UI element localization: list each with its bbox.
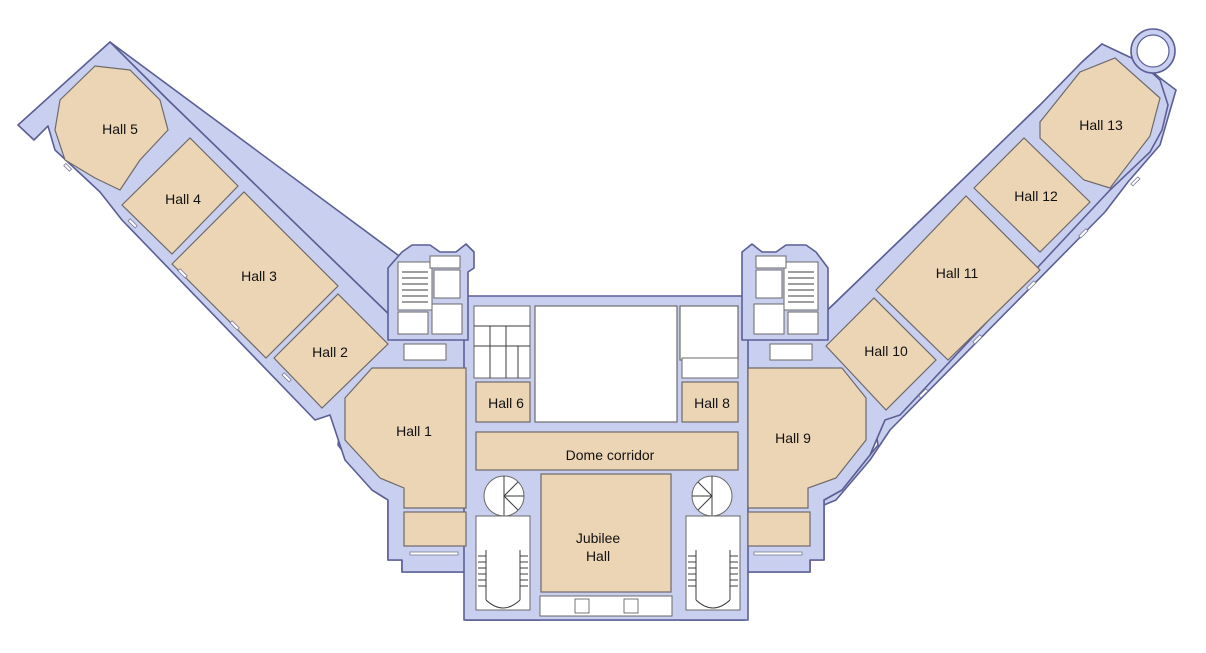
- inner-courtyard-left: [534, 305, 678, 423]
- right-tower-room-d: [755, 255, 787, 269]
- right-tower-room-a: [755, 269, 783, 299]
- left-tower-room-d: [429, 255, 461, 269]
- hall-12[interactable]: [973, 137, 1091, 253]
- halls: [54, 57, 1161, 593]
- left-tower-room-b: [397, 311, 429, 335]
- hall-11[interactable]: [875, 195, 1041, 361]
- right-spiral-treads: [692, 476, 713, 516]
- left-main-stair-treads: [478, 550, 528, 609]
- right-tower-room-b: [787, 311, 819, 335]
- hall-1-annex[interactable]: [403, 511, 467, 547]
- vestibule-booth-right: [623, 598, 639, 614]
- right-main-stair: [685, 515, 741, 611]
- windows: [63, 162, 1141, 556]
- right-tower-stair-treads: [788, 271, 814, 303]
- left-entry-passage: [403, 343, 447, 361]
- left-main-stair: [475, 515, 531, 611]
- dome-corridor[interactable]: [475, 431, 739, 471]
- left-tower-room-a: [433, 269, 461, 299]
- hall-8[interactable]: [681, 381, 739, 423]
- right-entry-passage: [769, 343, 813, 361]
- hall-9-annex[interactable]: [747, 511, 811, 547]
- hall-1[interactable]: [344, 367, 467, 509]
- left-spiral-treads: [503, 476, 524, 516]
- service-spaces: [397, 255, 819, 617]
- inner-courtyard-right: [679, 305, 739, 361]
- hall-9[interactable]: [747, 367, 867, 509]
- hall-10[interactable]: [825, 297, 937, 411]
- right-tower-stair: [783, 261, 819, 311]
- right-service-room: [681, 357, 739, 379]
- hall-5[interactable]: [54, 65, 169, 191]
- hall-2[interactable]: [273, 293, 389, 409]
- right-main-stair-treads: [688, 550, 738, 609]
- restroom-block: [473, 305, 531, 379]
- hall-4[interactable]: [121, 137, 239, 255]
- jubilee-hall[interactable]: [540, 473, 672, 593]
- right-tower-room-c: [753, 303, 785, 335]
- vestibule-booth-left: [574, 598, 590, 614]
- left-tower-stair: [397, 261, 433, 311]
- hall-13[interactable]: [1039, 57, 1161, 189]
- restroom-partitions: [474, 325, 530, 378]
- entrance-vestibule: [539, 595, 673, 617]
- left-tower-room-c: [431, 303, 463, 335]
- left-tower-stair-treads: [402, 271, 428, 303]
- hall-6[interactable]: [475, 381, 531, 423]
